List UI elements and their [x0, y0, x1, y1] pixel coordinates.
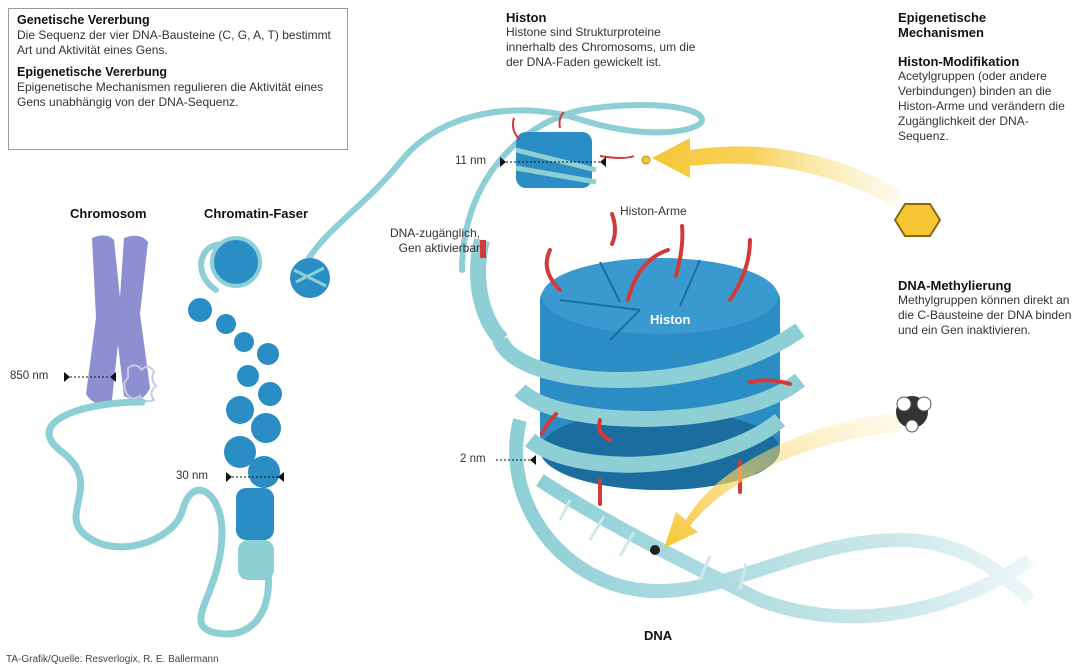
dna-methylation-panel: DNA-Methylierung Methylgruppen können di…: [898, 278, 1074, 338]
mechanisms-title: Epigenetische Mechanismen: [898, 10, 1018, 40]
dna-accessible-label: DNA-zugänglich, Gen aktivierbar: [356, 226, 480, 256]
epigenetic-mechanisms-panel: Epigenetische Mechanismen Histon-Modifik…: [898, 10, 1076, 144]
chromatin-fiber-label: Chromatin-Faser: [204, 206, 308, 221]
dna-methylation-title: DNA-Methylierung: [898, 278, 1074, 293]
histone-label: Histon: [650, 312, 690, 327]
dna-accessible-line1: DNA-zugänglich,: [356, 226, 480, 241]
scale-label-30nm: 30 nm: [176, 470, 208, 482]
chromosome-shape: [86, 235, 156, 403]
methyl-group-molecule: [896, 396, 931, 432]
histone-info-title: Histon: [506, 10, 706, 25]
scale-label-11nm: 11 nm: [455, 155, 486, 167]
histone-arms-label: Histon-Arme: [620, 204, 687, 219]
histone-modification-arrow: [652, 138, 900, 210]
histone-info-text: Histone sind Strukturproteine innerhalb …: [506, 25, 706, 70]
dna-accessible-line2: Gen aktivierbar: [356, 241, 480, 256]
acetyl-group-hexagon: [895, 204, 940, 236]
chromatin-fiber: [188, 238, 330, 580]
source-credit: TA-Grafik/Quelle: Resverlogix, R. E. Bal…: [6, 654, 219, 665]
scale-label-850nm: 850 nm: [10, 370, 48, 382]
histone-modification-text: Acetylgruppen (oder andere Verbindungen)…: [898, 69, 1076, 144]
scale-label-2nm: 2 nm: [460, 453, 486, 465]
accessible-dna-marker: [480, 240, 486, 258]
dna-methylation-text: Methylgruppen können direkt an die C-Bau…: [898, 293, 1074, 338]
chromosome-label: Chromosom: [70, 206, 147, 221]
histone-modification-title: Histon-Modifikation: [898, 54, 1076, 69]
histone-info: Histon Histone sind Strukturproteine inn…: [506, 10, 706, 70]
dna-label: DNA: [644, 628, 672, 643]
nucleosome-small: [513, 112, 650, 188]
